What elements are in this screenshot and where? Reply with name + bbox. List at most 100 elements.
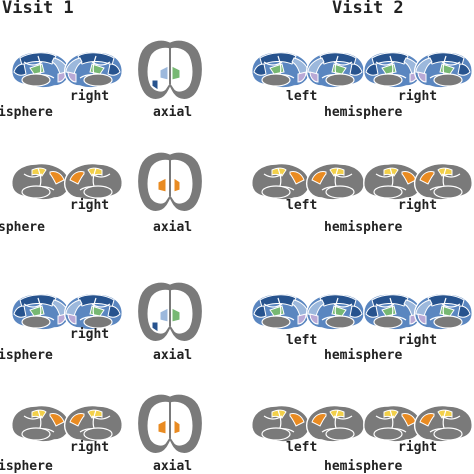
row2-visit2-lateral-right-temporal — [433, 185, 463, 199]
row3-visit1-right-hemisphere-parcel-superior — [77, 294, 115, 308]
row3-visit2-medial-left-temporal — [325, 315, 355, 329]
row3-visit1-right-hemisphere-parcel-occipital — [67, 313, 77, 325]
row2-visit1-right-hemisphere — [63, 162, 123, 201]
row3-axial-label: axial — [153, 348, 193, 363]
row1-axial-slice — [136, 39, 204, 101]
row1-axial-slice-region-left — [159, 65, 169, 81]
row1-visit1-right-label: right — [70, 89, 110, 104]
row1-visit2-left-label: left — [286, 89, 318, 104]
row1-visit1-right-hemisphere-parcel-occipital — [67, 71, 77, 83]
row3-visit2-medial-left-parcel-frontal — [349, 305, 363, 318]
row1-visit2-lateral-left — [251, 50, 311, 89]
row4-visit2-lateral-right — [413, 404, 473, 443]
row2-axial-slice — [136, 151, 204, 213]
row4-visit1-left-hemisphere-highlight — [49, 413, 65, 427]
row1-visit1-right-hemisphere-parcel-frontal — [107, 63, 121, 76]
row1-visit2-medial-left-temporal — [325, 73, 355, 87]
row1-visit1-left-hemisphere — [11, 50, 71, 89]
row3-visit2-medial-right — [363, 292, 423, 331]
row2-visit2-left-label: left — [286, 198, 318, 213]
row1-visit2-lateral-right — [413, 50, 473, 89]
row2-visit2-medial-left — [305, 162, 365, 201]
row2-visit2-medial-right-temporal — [373, 185, 403, 199]
row1-visit1-hemisphere-label: isphere — [0, 105, 53, 120]
row3-visit2-lateral-right-parcel-superior — [427, 294, 465, 308]
row3-visit2-medial-right-temporal — [373, 315, 403, 329]
row3-axial-slice-region-lower — [151, 321, 159, 333]
row2-visit1-right-hemisphere-temporal — [83, 185, 113, 199]
row3-visit2-lateral-right-parcel-occipital — [417, 313, 427, 325]
row4-visit2-left-label: left — [286, 440, 318, 455]
row1-visit2-medial-right — [363, 50, 423, 89]
row3-visit2-medial-left-parcel-superior — [319, 294, 357, 308]
row4-visit1-hemisphere-label: isphere — [0, 459, 53, 474]
row3-visit1-right-hemisphere — [63, 292, 123, 331]
row3-visit2-left-label: left — [286, 333, 318, 348]
row4-visit2-right-label: right — [398, 440, 438, 455]
row1-visit2-medial-left-parcel-frontal — [349, 63, 363, 76]
row1-visit2-medial-left-parcel-occipital — [309, 71, 319, 83]
row1-visit2-lateral-left-temporal — [261, 73, 291, 87]
row2-visit2-medial-right-highlight — [401, 171, 417, 185]
visit-1-header: Visit 1 — [2, 0, 74, 18]
row3-visit2-lateral-left — [251, 292, 311, 331]
row3-visit2-medial-right-parcel-superior — [371, 294, 409, 308]
row2-visit2-lateral-right — [413, 162, 473, 201]
row4-visit1-right-hemisphere — [63, 404, 123, 443]
row4-axial-label: axial — [153, 459, 193, 474]
row4-visit1-right-hemisphere-highlight — [69, 413, 85, 427]
row1-visit2-medial-left-parcel-superior — [319, 52, 357, 66]
row4-visit2-medial-left — [305, 404, 365, 443]
row1-visit2-lateral-right-parcel-occipital — [417, 71, 427, 83]
row3-visit1-right-label: right — [70, 327, 110, 342]
row3-visit2-lateral-right — [413, 292, 473, 331]
row4-visit2-medial-right — [363, 404, 423, 443]
row2-axial-slice-region-left — [157, 177, 167, 193]
row1-visit2-lateral-right-parcel-frontal — [457, 63, 471, 76]
row4-visit1-left-hemisphere — [11, 404, 71, 443]
row2-visit1-right-hemisphere-highlight — [69, 171, 85, 185]
row4-visit2-medial-right-highlight — [401, 413, 417, 427]
row2-visit2-medial-left-temporal — [325, 185, 355, 199]
visit-2-header: Visit 2 — [332, 0, 404, 18]
row1-visit2-medial-right-temporal — [373, 73, 403, 87]
row2-visit2-lateral-left-highlight — [289, 171, 305, 185]
row1-visit2-lateral-left-parcel-frontal — [253, 63, 267, 76]
row3-visit2-hemisphere-label: hemisphere — [324, 348, 403, 363]
row3-visit1-hemisphere-label: isphere — [0, 348, 53, 363]
row4-visit1-right-hemisphere-temporal — [83, 427, 113, 441]
row4-axial-slice — [136, 393, 204, 455]
row3-visit2-lateral-left-temporal — [261, 315, 291, 329]
row2-visit1-left-hemisphere-highlight — [49, 171, 65, 185]
row1-visit1-left-hemisphere-parcel-superior — [19, 52, 57, 66]
row3-axial-slice-region-right — [171, 307, 181, 323]
row2-visit1-hemisphere-label: sphere — [0, 220, 45, 235]
row2-visit2-medial-right — [363, 162, 423, 201]
row1-visit1-right-hemisphere — [63, 50, 123, 89]
row3-visit2-lateral-right-parcel-frontal — [457, 305, 471, 318]
row4-axial-slice-region-left — [157, 419, 167, 435]
row2-visit2-lateral-left — [251, 162, 311, 201]
row4-visit2-lateral-right-highlight — [419, 413, 435, 427]
row3-visit2-lateral-right-temporal — [433, 315, 463, 329]
row2-visit2-right-label: right — [398, 198, 438, 213]
row2-visit1-right-label: right — [70, 198, 110, 213]
row3-visit2-right-label: right — [398, 333, 438, 348]
row3-visit2-lateral-left-parcel-superior — [259, 294, 297, 308]
row3-visit2-medial-left-parcel-occipital — [309, 313, 319, 325]
row4-visit1-right-label: right — [70, 440, 110, 455]
row3-visit1-left-hemisphere-parcel-superior — [19, 294, 57, 308]
row1-axial-slice-region-lower — [151, 79, 159, 91]
row3-visit1-left-hemisphere — [11, 292, 71, 331]
row3-visit2-lateral-left-parcel-frontal — [253, 305, 267, 318]
row2-visit1-left-hemisphere — [11, 162, 71, 201]
row3-visit2-medial-left — [305, 292, 365, 331]
row1-visit2-medial-left — [305, 50, 365, 89]
row4-visit2-medial-right-temporal — [373, 427, 403, 441]
row2-visit2-lateral-left-temporal — [261, 185, 291, 199]
row1-visit2-medial-right-parcel-superior — [371, 52, 409, 66]
row1-visit2-lateral-left-parcel-superior — [259, 52, 297, 66]
row1-visit1-left-hemisphere-parcel-frontal — [13, 63, 27, 76]
